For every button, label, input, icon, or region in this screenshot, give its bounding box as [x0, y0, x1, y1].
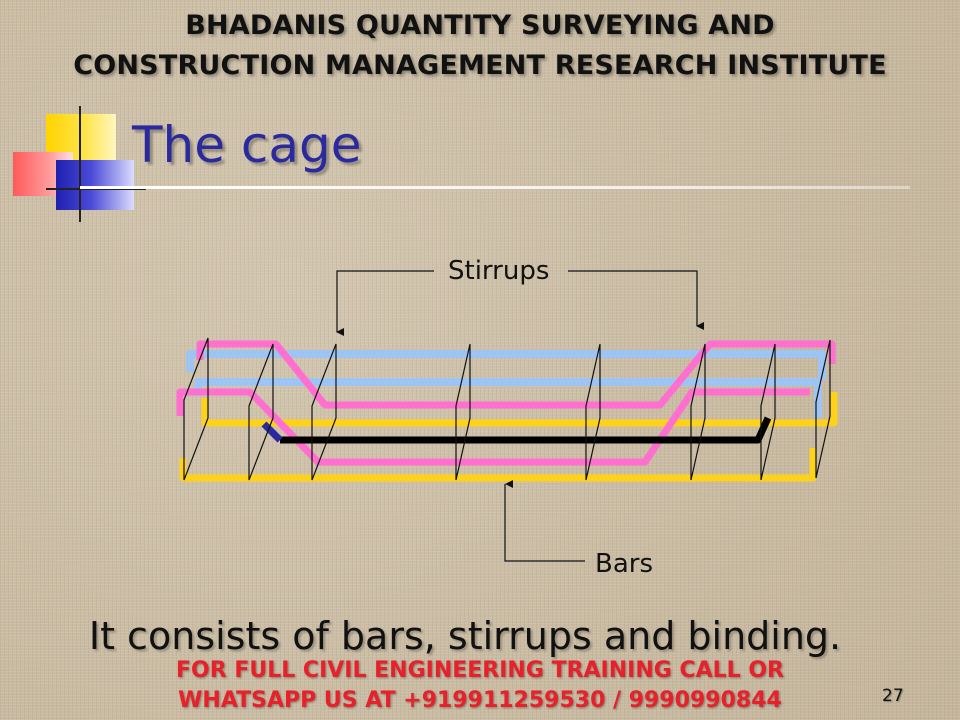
slide-caption: It consists of bars, stirrups and bindin… [88, 614, 842, 658]
stirrups-leader-right [568, 270, 704, 330]
footer-line-2: WHATSAPP US AT +919911259530 / 999099084… [178, 688, 782, 713]
stirrup-1 [183, 337, 209, 481]
bent-up-bar-1 [196, 340, 836, 409]
black-bar-hook [261, 421, 283, 443]
bottom-bar-upper [201, 392, 838, 427]
top-bar-upper [186, 350, 826, 380]
bars-label: Bars [595, 549, 653, 579]
stirrup-6 [690, 343, 706, 481]
stirrups-leader-left [336, 270, 434, 336]
stirrup-7 [760, 343, 776, 481]
title-underline [80, 186, 910, 189]
header-line-2: CONSTRUCTION MANAGEMENT RESEARCH INSTITU… [73, 50, 887, 81]
bottom-bar-lower [179, 448, 817, 482]
header-line-1: BHADANIS QUANTITY SURVEYING AND [185, 10, 775, 41]
institute-header: BHADANIS QUANTITY SURVEYING AND CONSTRUC… [0, 6, 960, 86]
stirrups-label: Stirrups [448, 256, 549, 286]
bent-up-bar-2 [176, 388, 810, 466]
bars-leader [504, 480, 585, 562]
contact-footer: FOR FULL CIVIL ENGINEERING TRAINING CALL… [0, 656, 960, 716]
decor-horizontal-line [46, 188, 146, 190]
black-bar [280, 416, 772, 444]
stirrup-2 [248, 343, 274, 481]
slide-title: The cage [132, 116, 362, 174]
stirrup-8 [815, 339, 831, 479]
top-bar-lower [194, 378, 822, 418]
stirrups [183, 337, 831, 481]
decor-blue-square [56, 160, 134, 210]
stirrup-3 [311, 343, 337, 481]
stirrup-4 [455, 343, 471, 481]
page-number: 27 [882, 686, 904, 706]
decor-vertical-line [79, 106, 81, 222]
stirrup-5 [585, 343, 601, 481]
footer-line-1: FOR FULL CIVIL ENGINEERING TRAINING CALL… [176, 658, 784, 683]
